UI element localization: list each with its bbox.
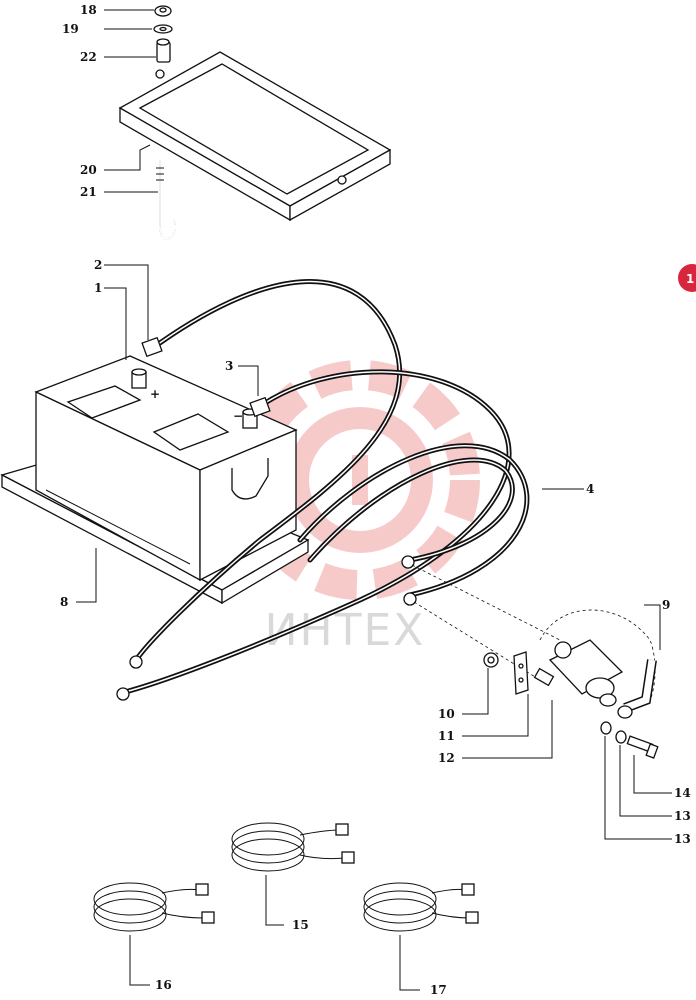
leader-lines	[76, 9, 672, 991]
callout-16: 16	[155, 978, 172, 992]
callout-13b: 13	[674, 832, 691, 846]
battery-part-1: + −	[34, 355, 298, 582]
callout-22: 22	[80, 50, 97, 64]
washer-part-13	[600, 721, 627, 744]
callout-19: 19	[62, 22, 79, 36]
callout-labels: 18 19 22 20 21 2 1 3 4 8 9 10 11 12 14 1…	[60, 3, 691, 997]
callout-17: 17	[430, 983, 447, 997]
harness-part-16	[93, 882, 215, 932]
side-badge[interactable]: 1	[678, 264, 696, 292]
battery-switch-part-12	[533, 639, 624, 707]
callout-12: 12	[438, 751, 455, 765]
callout-11: 11	[438, 729, 455, 743]
callout-15: 15	[292, 918, 309, 932]
side-badge-label: 1	[686, 272, 694, 286]
positive-terminal-mark: +	[150, 387, 160, 401]
callout-13a: 13	[674, 809, 691, 823]
callout-20: 20	[80, 163, 97, 177]
nut-part-18	[154, 5, 172, 17]
callout-1: 1	[94, 281, 102, 295]
negative-terminal-mark: −	[233, 409, 243, 423]
hold-down-frame-part-20	[118, 51, 392, 222]
callout-2: 2	[94, 258, 102, 272]
nut-part-10	[483, 652, 499, 668]
callout-10: 10	[438, 707, 455, 721]
negative-cable-part-3	[116, 369, 512, 701]
watermark-gear-logo	[240, 360, 480, 600]
callout-4: 4	[586, 482, 594, 496]
harness-part-15	[231, 822, 355, 872]
callout-9: 9	[662, 598, 670, 612]
j-bolt-part-21	[156, 160, 177, 240]
bolt-part-14	[626, 735, 659, 759]
positive-cable-part-2	[129, 279, 403, 669]
cable-part-4	[297, 443, 530, 606]
washer-part-19	[153, 24, 173, 34]
chain-and-key-part-9	[539, 609, 657, 719]
callout-14: 14	[674, 786, 691, 800]
callout-3: 3	[225, 359, 233, 373]
callout-8: 8	[60, 595, 68, 609]
harness-part-17	[363, 882, 479, 932]
callout-21: 21	[80, 185, 97, 199]
spacer-part-22	[156, 38, 171, 63]
callout-18: 18	[80, 3, 97, 17]
bracket-part-11	[513, 651, 529, 695]
